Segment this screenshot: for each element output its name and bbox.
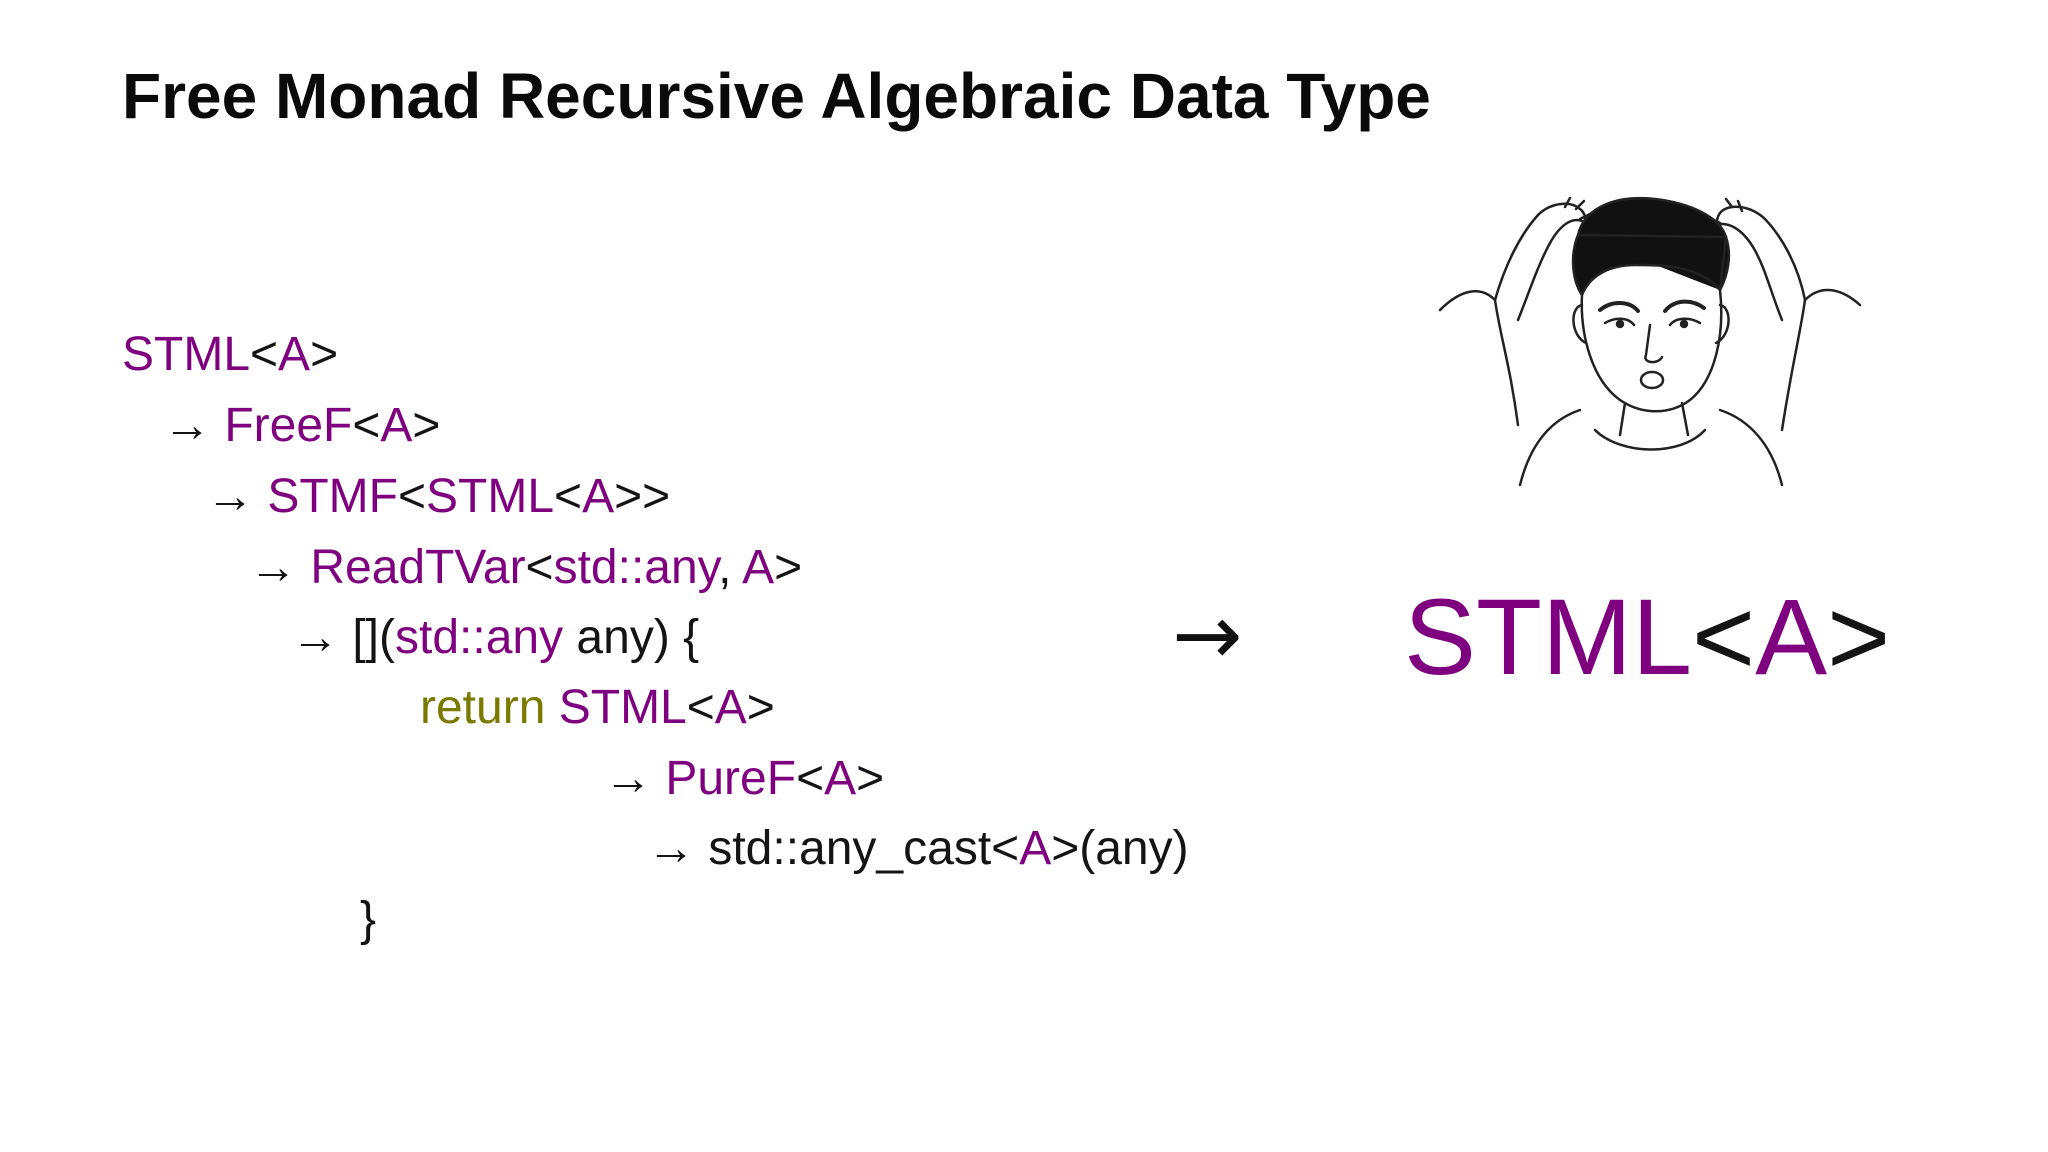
code-line: return STML<A> [420,678,775,738]
code-token-plain: > [856,752,885,805]
code-line: STML<A> [122,325,338,385]
code-token-type: A [714,681,747,734]
code-token-plain: < [554,470,583,523]
code-token-type: A [582,470,615,523]
code-token-type: A [380,399,413,452]
code-token-plain: → [206,470,268,523]
code-token-plain: → [604,752,666,805]
code-token-type: A [1019,822,1052,875]
result-type-name: STML [1404,576,1693,697]
code-token-plain: < [397,470,427,523]
code-token-plain: >> [614,470,671,523]
code-token-plain: < [250,328,279,381]
result-type-param: A [1755,576,1828,697]
slide-title: Free Monad Recursive Algebraic Data Type [122,60,1431,132]
code-token-plain: >(any) [1051,822,1189,875]
code-token-plain: any) { [563,611,700,664]
code-line: → std::any_cast<A>(any) [647,819,1189,879]
code-token-type: ReadTVar [310,541,526,594]
result-open-bracket: < [1692,576,1756,697]
code-block: STML<A>→ FreeF<A>→ STMF<STML<A>>→ ReadTV… [122,325,1189,950]
code-token-type: STML [122,328,251,381]
code-token-type: std::any [553,541,719,594]
code-line: } [360,890,376,950]
code-line: → PureF<A> [604,749,884,809]
result-arrow: → [1172,586,1243,684]
code-token-plain: < [686,681,715,734]
code-token-plain: < [525,541,554,594]
code-token-type: PureF [665,752,797,805]
code-token-type: STMF [267,470,398,523]
code-token-plain: < [796,752,825,805]
code-token-plain: > [310,328,339,381]
code-token-type: STML [558,681,687,734]
code-token-type: STML [426,470,555,523]
code-token-plain: > [412,399,441,452]
code-token-type: A [824,752,857,805]
code-token-plain: } [360,893,377,946]
code-line: → FreeF<A> [163,396,440,456]
code-token-plain: < [352,399,381,452]
code-token-type: std::any [395,611,564,664]
code-token-plain: → [163,399,225,452]
code-token-plain: > [746,681,775,734]
code-line: → ReadTVar<std::any, A> [249,538,802,598]
code-token-keyword: return [420,681,559,734]
code-line: → [](std::any any) { [291,608,699,668]
code-token-type: FreeF [224,399,353,452]
code-token-plain: > [774,541,803,594]
result-type: STML<A> [1404,573,1890,701]
code-token-plain: → [249,541,311,594]
code-line: → STMF<STML<A>> [206,467,670,527]
code-token-plain: → []( [291,611,395,664]
result-close-bracket: > [1827,576,1891,697]
confused-man-meme-icon [1420,195,1880,495]
code-token-type: A [742,541,775,594]
code-token-type: A [278,328,311,381]
code-token-plain: , [718,541,743,594]
code-token-plain: → std::any_cast< [647,822,1020,875]
